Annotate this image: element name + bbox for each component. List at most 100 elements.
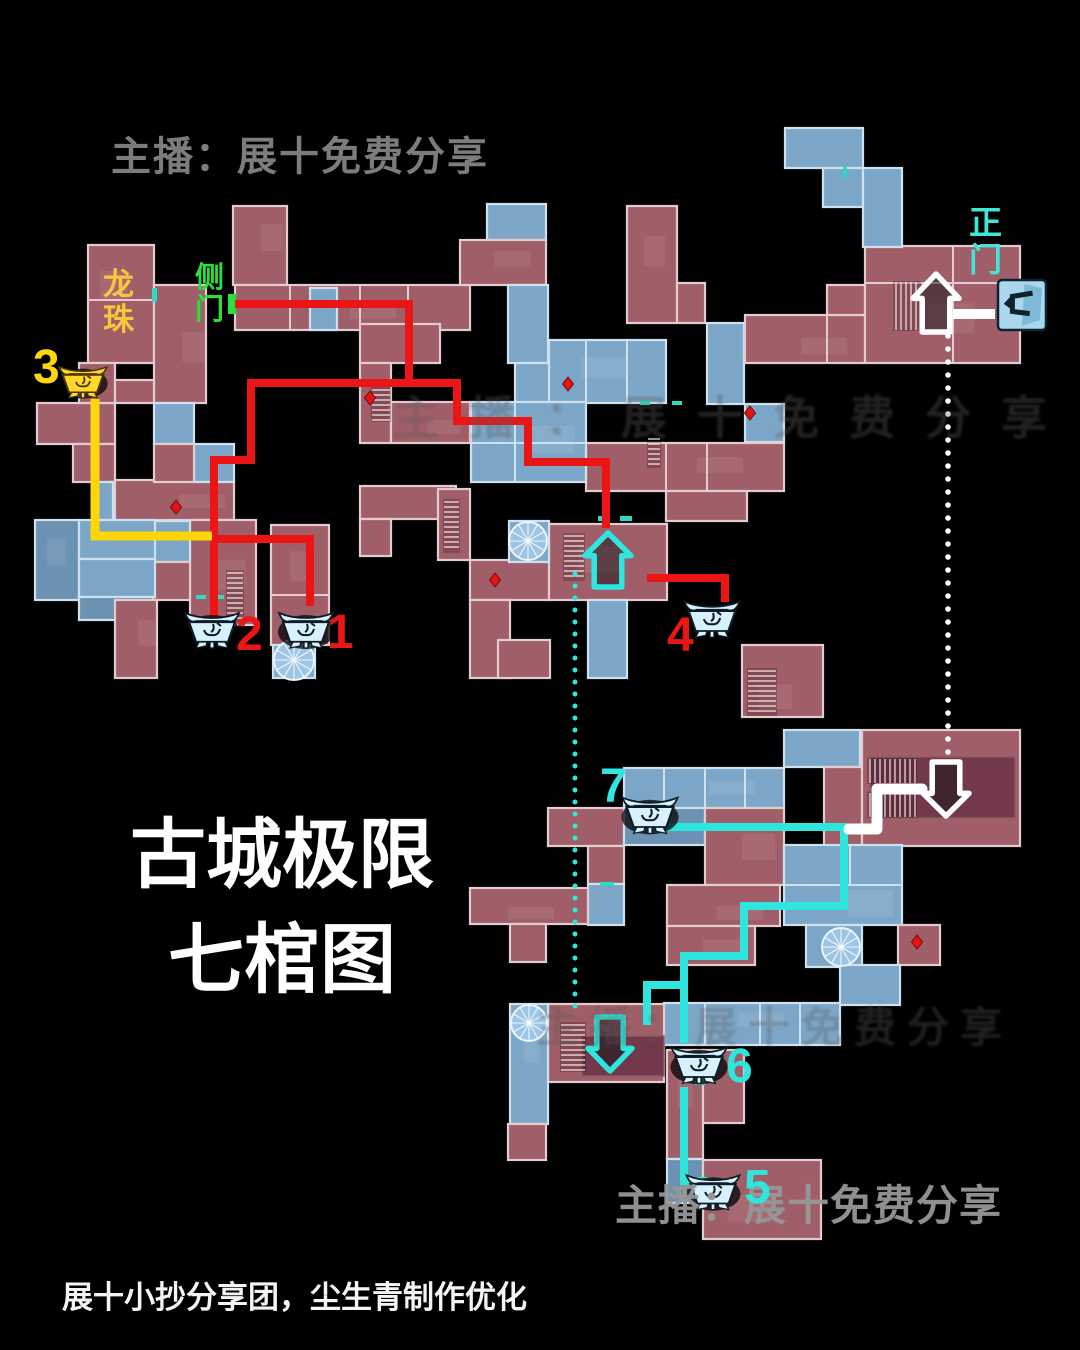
door-marker-icon bbox=[620, 516, 632, 521]
stairs-icon bbox=[647, 436, 661, 468]
map-room-red-17 bbox=[743, 313, 867, 365]
door-marker-icon bbox=[152, 288, 157, 302]
room-decor bbox=[801, 338, 848, 355]
room-decor bbox=[703, 939, 741, 953]
room-decor bbox=[217, 559, 246, 590]
stairs-icon bbox=[226, 570, 244, 622]
room-decor bbox=[644, 236, 665, 267]
map-room-blue-37 bbox=[33, 518, 81, 602]
map-room-blue-10 bbox=[547, 338, 668, 405]
map-room-red-62 bbox=[468, 886, 590, 926]
side-gate-door-icon bbox=[228, 294, 236, 314]
stairs-icon bbox=[893, 281, 921, 331]
route-path-0 bbox=[210, 300, 413, 621]
label-side-gate: 侧门 bbox=[195, 262, 225, 327]
route-path-6 bbox=[643, 981, 684, 1025]
map-room-red-60 bbox=[586, 844, 626, 886]
map-room-blue-5 bbox=[485, 202, 548, 242]
spiral-staircase-icon bbox=[821, 927, 861, 967]
watermark-middle-1: 主播：展十免费分享 bbox=[393, 392, 1077, 444]
map-room-blue-61 bbox=[586, 882, 626, 927]
map-room-blue-20 bbox=[783, 126, 865, 170]
map-room-red-46 bbox=[358, 517, 393, 558]
coffin-4-icon bbox=[682, 600, 742, 639]
enemy-diamond-icon bbox=[910, 934, 924, 950]
map-room-red-2 bbox=[231, 204, 289, 287]
coffin-5-icon bbox=[685, 1173, 741, 1211]
map-room-red-9 bbox=[675, 281, 707, 325]
door-marker-icon bbox=[196, 595, 206, 599]
map-title-line2: 七棺图 bbox=[168, 918, 396, 1003]
map-room-blue-39 bbox=[77, 557, 157, 599]
coffin-6-icon bbox=[669, 1046, 729, 1085]
coffin-number-6: 6 bbox=[726, 1040, 753, 1093]
room-decor bbox=[427, 420, 461, 434]
map-room-blue-7 bbox=[506, 283, 550, 365]
stairs-icon bbox=[560, 1022, 586, 1072]
footer-credit: 展十小抄分享团，尘生青制作优化 bbox=[62, 1280, 527, 1315]
map-room-red-48 bbox=[468, 558, 551, 602]
map-room-red-63 bbox=[508, 922, 548, 964]
map-room-red-42 bbox=[358, 322, 442, 365]
coffin-number-1: 1 bbox=[327, 606, 354, 659]
route-path-4 bbox=[90, 399, 212, 541]
room-decor bbox=[528, 426, 575, 454]
map-room-blue-64 bbox=[782, 728, 862, 769]
map-room-red-0 bbox=[86, 243, 156, 365]
watermark-top: 主播：展十免费分享 bbox=[111, 135, 489, 179]
door-marker-icon bbox=[640, 401, 650, 405]
room-decor bbox=[182, 332, 205, 363]
room-decor bbox=[581, 357, 628, 379]
room-decor bbox=[758, 684, 793, 710]
spiral-staircase-icon bbox=[273, 639, 315, 681]
coffin-3-icon bbox=[57, 365, 109, 399]
coffin-number-2: 2 bbox=[236, 608, 263, 661]
room-decor bbox=[742, 833, 776, 860]
dotted-route-line bbox=[572, 571, 578, 1009]
map-room-blue-71 bbox=[838, 963, 902, 1007]
coffin-number-7: 7 bbox=[600, 760, 627, 813]
map-title-line1: 古城极限 bbox=[130, 813, 434, 898]
map-room-red-1 bbox=[152, 283, 208, 405]
map-room-red-18 bbox=[825, 283, 867, 317]
map-room-red-6 bbox=[458, 238, 548, 287]
spiral-staircase-icon bbox=[508, 521, 548, 561]
door-marker-icon bbox=[843, 166, 847, 178]
coffin-number-4: 4 bbox=[667, 609, 694, 662]
room-decor bbox=[261, 224, 284, 252]
stairs-icon bbox=[371, 382, 391, 422]
enemy-diamond-icon bbox=[561, 376, 575, 392]
route-path-3 bbox=[647, 574, 729, 602]
map-room-red-54 bbox=[546, 806, 626, 848]
route-path-1 bbox=[409, 379, 610, 528]
coffin-number-5: 5 bbox=[744, 1161, 771, 1214]
map-room-red-15 bbox=[664, 489, 749, 523]
coffin-2-icon bbox=[183, 611, 241, 649]
door-marker-icon bbox=[214, 595, 224, 599]
map-room-red-41 bbox=[113, 598, 159, 680]
map-room-red-50 bbox=[496, 638, 552, 680]
map-room-red-23 bbox=[35, 401, 117, 446]
map-room-red-31 bbox=[152, 442, 196, 484]
room-decor bbox=[494, 251, 531, 267]
main-gate-door-icon bbox=[996, 278, 1048, 332]
coffin-number-3: 3 bbox=[33, 341, 60, 394]
stairs-up-arrow-icon bbox=[910, 271, 962, 335]
room-decor bbox=[46, 538, 66, 566]
label-dragon-pearl: 龙珠 bbox=[103, 267, 134, 337]
enemy-diamond-icon bbox=[743, 405, 757, 421]
room-decor bbox=[138, 619, 156, 647]
enemy-diamond-icon bbox=[363, 390, 377, 406]
door-marker-icon bbox=[672, 401, 682, 405]
room-decor bbox=[507, 907, 554, 920]
map-room-red-75 bbox=[506, 1122, 548, 1162]
map-room-blue-4 bbox=[308, 286, 339, 332]
map-room-red-47 bbox=[436, 487, 472, 562]
map-room-blue-72 bbox=[662, 1001, 842, 1047]
stairs-icon bbox=[867, 758, 917, 784]
map-room-red-19 bbox=[863, 244, 1022, 365]
room-decor bbox=[179, 494, 226, 508]
stairs-icon bbox=[747, 668, 777, 716]
